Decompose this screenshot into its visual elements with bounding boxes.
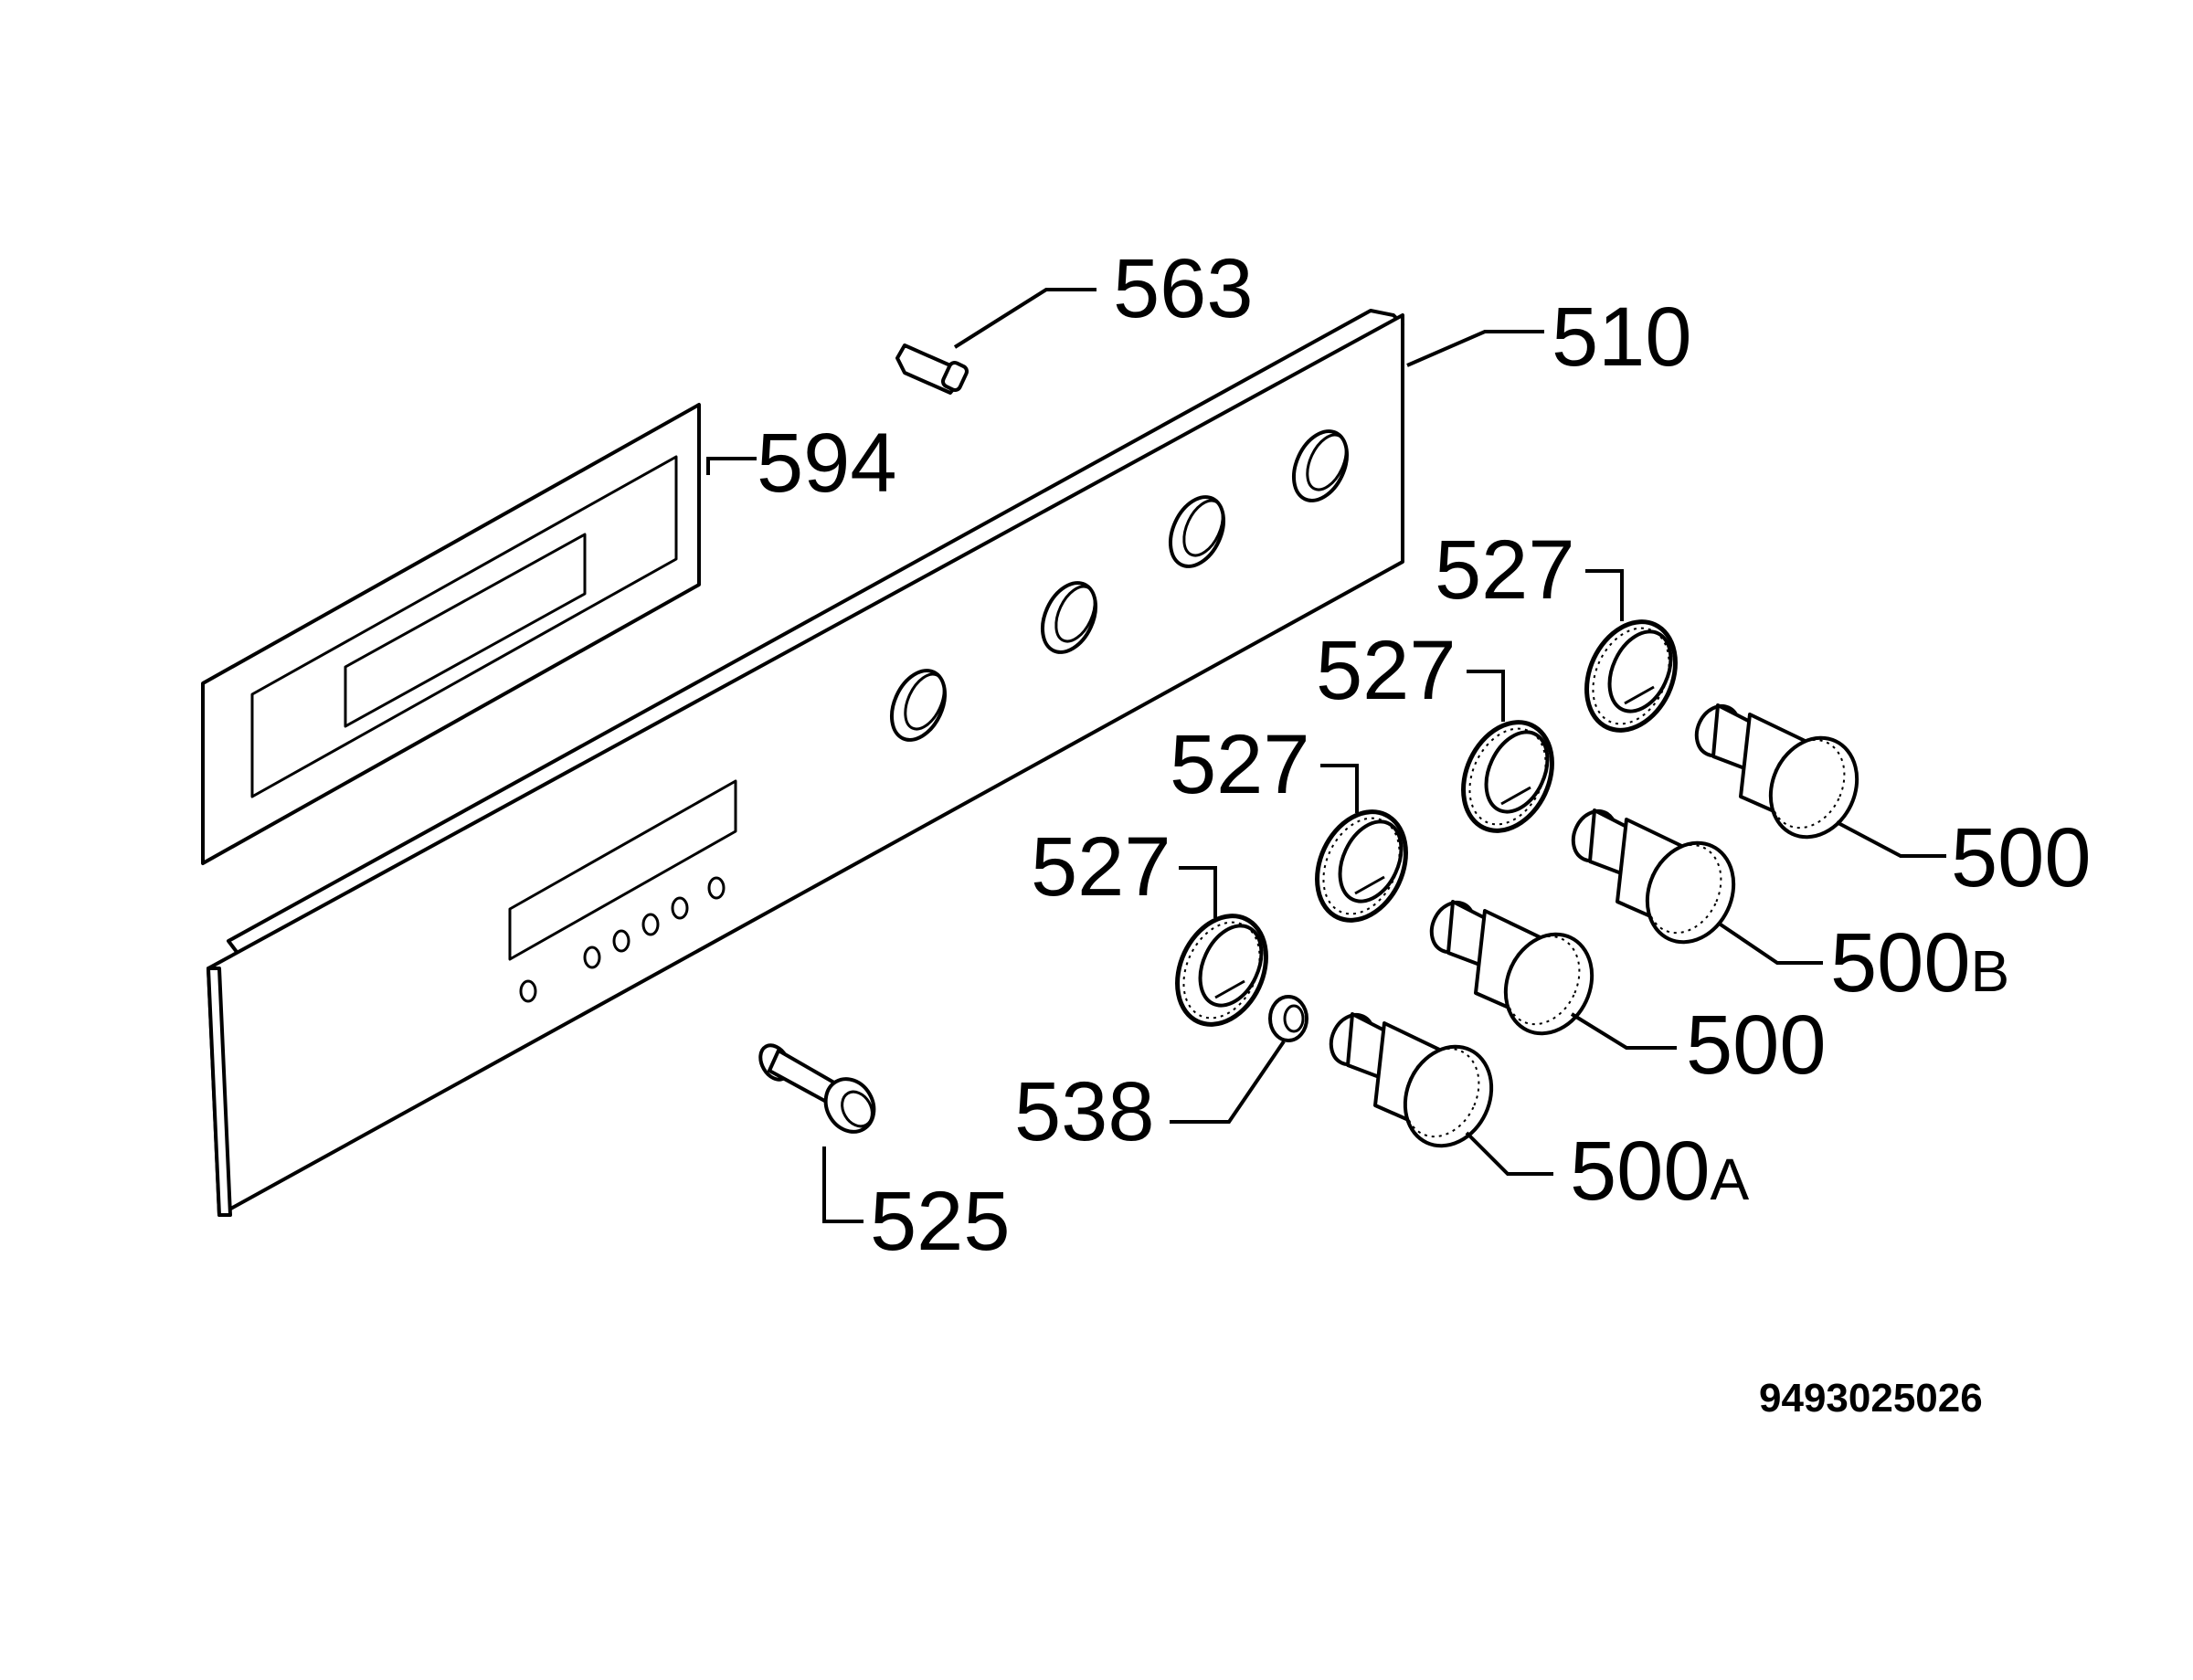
label-527-4: 527 bbox=[1031, 820, 1171, 914]
label-538: 538 bbox=[1014, 1065, 1155, 1158]
part-500-knob-1 bbox=[1694, 703, 1859, 840]
label-527-3: 527 bbox=[1170, 718, 1310, 811]
label-500-2: 500 bbox=[1686, 998, 1827, 1092]
leader-527-4 bbox=[1179, 866, 1217, 918]
part-527-ring-3 bbox=[1315, 809, 1408, 923]
label-594: 594 bbox=[757, 417, 897, 510]
part-527-ring-2 bbox=[1461, 720, 1554, 833]
label-500b-suffix: B bbox=[1971, 938, 2010, 1004]
leader-594 bbox=[706, 457, 757, 475]
part-563-pin bbox=[895, 343, 969, 395]
part-labels: 563 510 594 527 527 527 527 500 500B 500… bbox=[757, 242, 2092, 1268]
part-525-screw bbox=[758, 1043, 876, 1134]
leader-500a bbox=[1465, 1131, 1553, 1176]
label-500a: 500A bbox=[1570, 1125, 1750, 1218]
label-563: 563 bbox=[1113, 242, 1254, 335]
label-510: 510 bbox=[1552, 291, 1692, 384]
diagram-code: 9493025026 bbox=[1759, 1376, 1983, 1421]
leader-510 bbox=[1406, 330, 1544, 367]
part-500b-knob bbox=[1571, 808, 1736, 945]
leader-563 bbox=[953, 288, 1096, 349]
part-510-control-panel bbox=[207, 309, 1404, 1217]
part-500-knob-2 bbox=[1429, 900, 1594, 1036]
leader-527-2 bbox=[1467, 670, 1505, 722]
label-525: 525 bbox=[870, 1175, 1011, 1268]
leader-500-1 bbox=[1836, 820, 1946, 858]
leader-538 bbox=[1170, 1040, 1286, 1124]
label-500b: 500B bbox=[1830, 916, 2009, 1009]
part-538-sleeve bbox=[1268, 995, 1308, 1042]
label-500a-number: 500 bbox=[1570, 1125, 1711, 1218]
leader-lines bbox=[706, 288, 1946, 1223]
leader-525 bbox=[822, 1146, 863, 1223]
label-527-1: 527 bbox=[1435, 523, 1575, 617]
leader-527-1 bbox=[1585, 569, 1624, 621]
label-500b-number: 500 bbox=[1830, 916, 1971, 1009]
label-500-1: 500 bbox=[1951, 811, 2092, 904]
part-527-ring-1 bbox=[1584, 619, 1678, 733]
label-527-2: 527 bbox=[1316, 624, 1457, 717]
part-500a-knob bbox=[1329, 1012, 1494, 1148]
part-594-display-frame bbox=[201, 403, 701, 865]
leader-500-2 bbox=[1570, 1012, 1677, 1050]
leader-527-3 bbox=[1320, 764, 1359, 813]
part-527-ring-4 bbox=[1175, 914, 1268, 1027]
leader-500b bbox=[1716, 921, 1823, 965]
label-500a-suffix: A bbox=[1711, 1146, 1750, 1212]
